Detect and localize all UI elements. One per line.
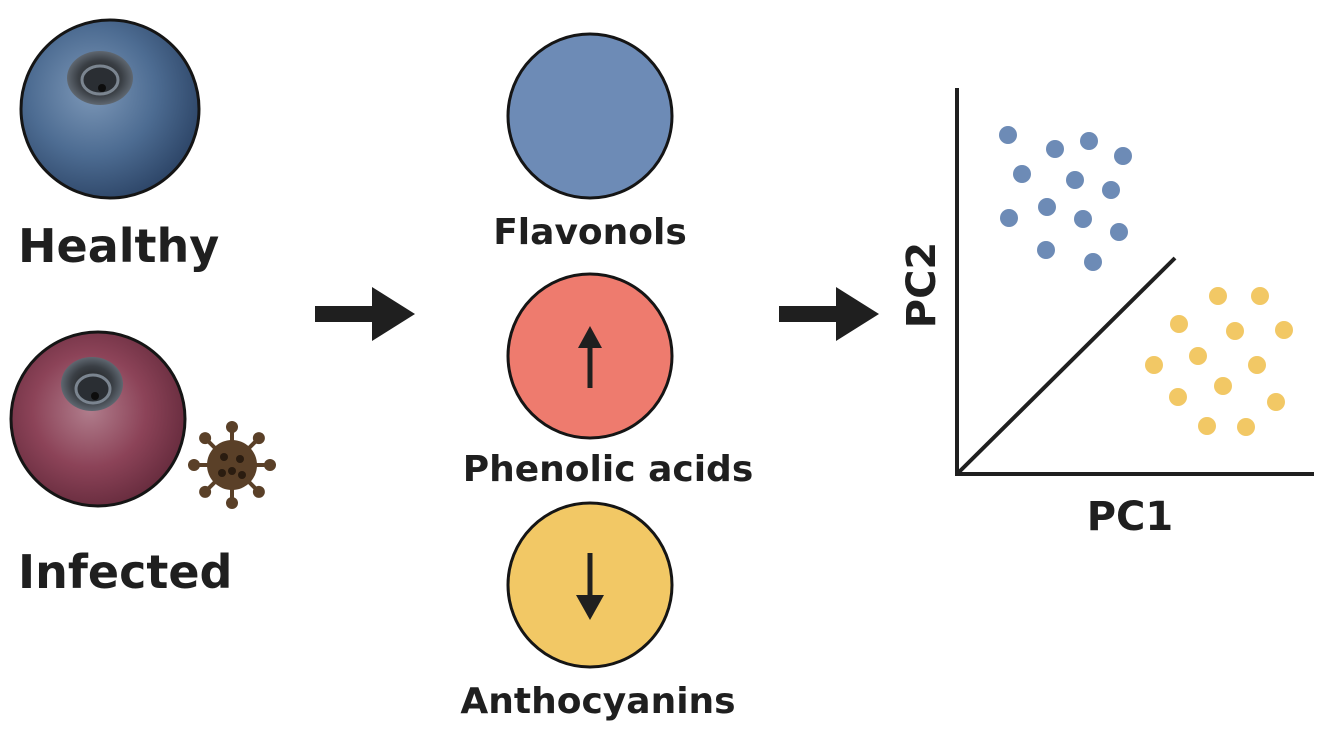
- scatter-point: [1080, 132, 1098, 150]
- scatter-point: [1267, 393, 1285, 411]
- arrow-right-icon: [315, 287, 415, 341]
- y-axis-label: PC2: [899, 242, 945, 329]
- scatter-point: [1170, 315, 1188, 333]
- scatter-point: [1198, 417, 1216, 435]
- arrow-right-icon: [779, 287, 879, 341]
- scatter-point: [1275, 321, 1293, 339]
- arrow-up-icon: [578, 326, 602, 388]
- compound-label: Phenolic acids: [463, 449, 754, 490]
- scatter-point: [1189, 347, 1207, 365]
- x-axis-label: PC1: [1087, 494, 1174, 540]
- scatter-point: [1226, 322, 1244, 340]
- healthy-label: Healthy: [18, 219, 219, 273]
- scatter-point: [1037, 241, 1055, 259]
- scatter-point: [1145, 356, 1163, 374]
- scatter-point: [1248, 356, 1266, 374]
- compound-label: Flavonols: [493, 212, 687, 253]
- scatter-point: [1074, 210, 1092, 228]
- scatter-point: [1046, 140, 1064, 158]
- scatter-point: [1066, 171, 1084, 189]
- scatter-point: [999, 126, 1017, 144]
- scatter-point: [1214, 377, 1232, 395]
- infected-berry-image: [9, 330, 187, 508]
- arrow-down-icon: [576, 553, 604, 620]
- healthy-berry-image: [19, 18, 201, 200]
- separation-line: [955, 256, 1177, 476]
- compound-anthocyanins: Anthocyanins: [460, 501, 736, 722]
- infected-label: Infected: [18, 545, 232, 599]
- pathogen-icon: [188, 421, 276, 509]
- scatter-point: [1000, 209, 1018, 227]
- compound-phenolic-acids: Phenolic acids: [463, 272, 754, 490]
- scatter-point: [1169, 388, 1187, 406]
- compound-flavonols: Flavonols: [493, 32, 687, 253]
- scatter-point: [1114, 147, 1132, 165]
- compound-label: Anthocyanins: [460, 681, 735, 722]
- scatter-point: [1110, 223, 1128, 241]
- scatter-point: [1084, 253, 1102, 271]
- scatter-point: [1013, 165, 1031, 183]
- scatter-point: [1102, 181, 1120, 199]
- scatter-point: [1251, 287, 1269, 305]
- scatter-point: [1209, 287, 1227, 305]
- pca-plot: PC1 PC2: [899, 88, 1314, 540]
- scatter-point: [1038, 198, 1056, 216]
- scatter-point: [1237, 418, 1255, 436]
